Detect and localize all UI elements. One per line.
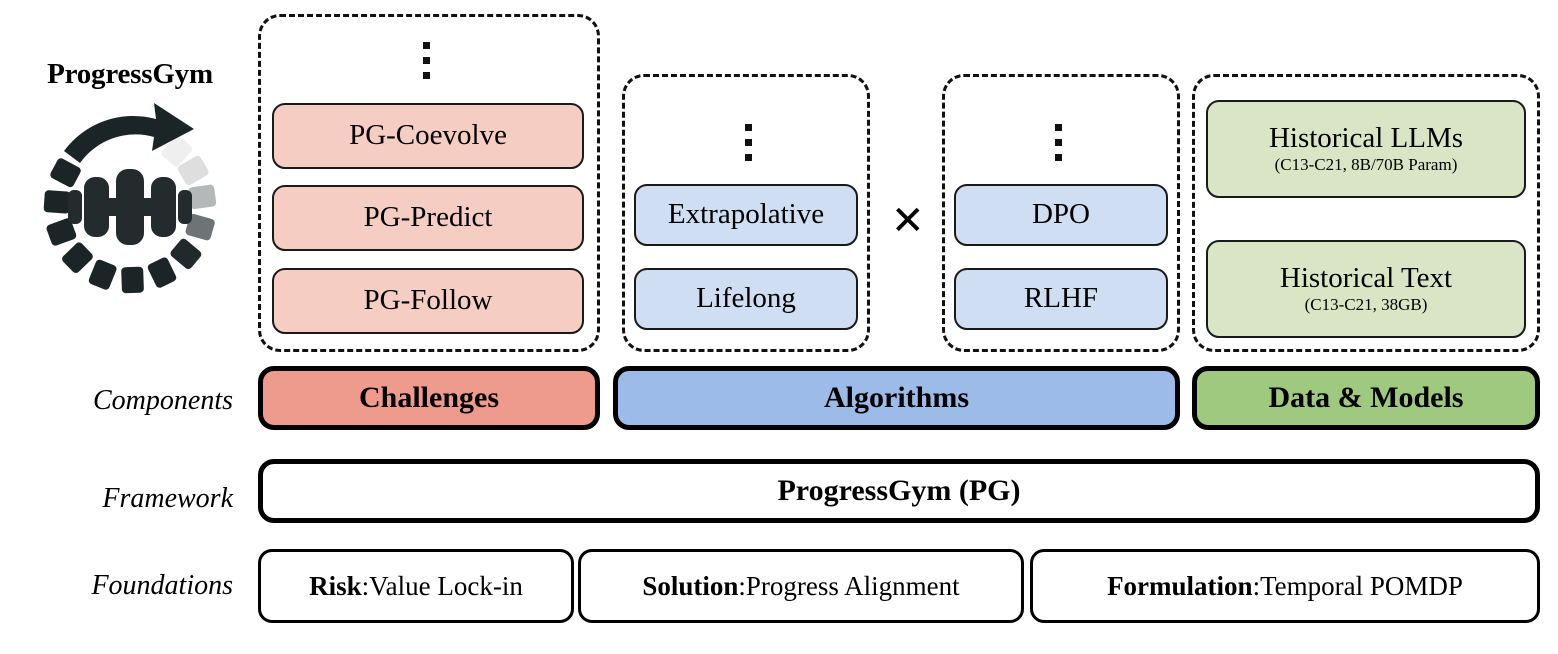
challenge-item-label: PG-Predict [363, 201, 493, 234]
challenge-item-label: PG-Follow [363, 284, 493, 317]
data-item-label: Historical LLMs [1268, 122, 1464, 155]
challenges-group [258, 14, 600, 352]
data-item-sublabel: (C13-C21, 8B/70B Param) [1274, 155, 1458, 175]
cross-product-icon: ✕ [891, 199, 925, 243]
foundation-key: Solution [642, 570, 739, 601]
foundation-separator: : [1252, 570, 1261, 601]
algorithm-paradigms-ellipsis-icon [736, 120, 760, 164]
foundation-value: Temporal POMDP [1260, 570, 1463, 601]
foundation-key: Risk [309, 570, 362, 601]
data-item-historical-llms[interactable]: Historical LLMs (C13-C21, 8B/70B Param) [1206, 100, 1526, 198]
row-label-framework: Framework [102, 483, 233, 514]
foundation-separator: : [738, 570, 746, 601]
row-label-foundations: Foundations [91, 570, 233, 601]
algorithm-method-rlhf[interactable]: RLHF [954, 268, 1168, 330]
challenge-item-pg-coevolve[interactable]: PG-Coevolve [272, 103, 584, 169]
algorithm-paradigm-extrapolative[interactable]: Extrapolative [634, 184, 858, 246]
component-challenges[interactable]: Challenges [258, 366, 600, 430]
algorithm-method-label: RLHF [1023, 282, 1099, 315]
component-algorithms[interactable]: Algorithms [613, 366, 1180, 430]
framework-label: ProgressGym (PG) [777, 474, 1021, 507]
component-label: Data & Models [1268, 381, 1464, 414]
brand-block: ProgressGym [10, 60, 250, 303]
component-data-models[interactable]: Data & Models [1192, 366, 1540, 430]
circular-progress-arrow-dumbbell-logo-icon [43, 103, 217, 294]
challenges-ellipsis-icon [414, 36, 438, 84]
algorithm-paradigm-lifelong[interactable]: Lifelong [634, 268, 858, 330]
algorithm-methods-ellipsis-icon [1046, 120, 1070, 164]
algorithm-method-dpo[interactable]: DPO [954, 184, 1168, 246]
framework-bar[interactable]: ProgressGym (PG) [258, 459, 1540, 523]
foundation-formulation[interactable]: Formulation: Temporal POMDP [1030, 549, 1540, 623]
algorithm-methods-group [942, 74, 1180, 352]
challenge-item-pg-predict[interactable]: PG-Predict [272, 185, 584, 251]
brand-title: ProgressGym [47, 58, 213, 90]
algorithm-paradigm-label: Extrapolative [667, 198, 825, 231]
foundation-separator: : [361, 570, 370, 601]
algorithm-paradigms-group [622, 74, 870, 352]
algorithm-method-label: DPO [1031, 198, 1090, 231]
challenge-item-pg-follow[interactable]: PG-Follow [272, 268, 584, 334]
data-item-sublabel: (C13-C21, 38GB) [1304, 295, 1428, 315]
foundation-value: Value Lock-in [369, 570, 523, 601]
data-item-historical-text[interactable]: Historical Text (C13-C21, 38GB) [1206, 240, 1526, 338]
foundation-value: Progress Alignment [745, 570, 960, 601]
data-models-group [1192, 74, 1540, 352]
data-item-label: Historical Text [1279, 262, 1453, 295]
challenge-item-label: PG-Coevolve [349, 119, 507, 152]
foundation-risk[interactable]: Risk: Value Lock-in [258, 549, 574, 623]
component-label: Challenges [358, 381, 499, 414]
foundation-solution[interactable]: Solution: Progress Alignment [578, 549, 1024, 623]
foundation-key: Formulation [1107, 570, 1253, 601]
algorithm-paradigm-label: Lifelong [696, 282, 796, 315]
row-label-components: Components [93, 385, 233, 416]
component-label: Algorithms [824, 381, 969, 414]
